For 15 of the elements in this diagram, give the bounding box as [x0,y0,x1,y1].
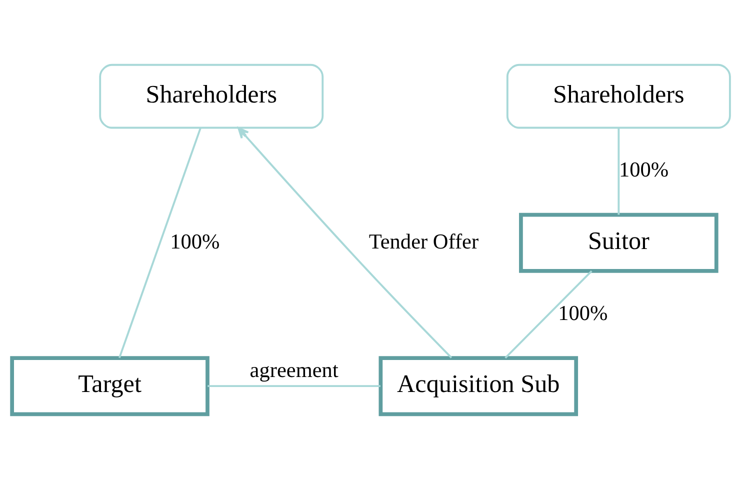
edge-label: 100% [170,228,220,253]
connector [118,127,202,358]
edge-label: 100% [619,157,669,182]
node-box: Shareholders [99,63,324,128]
node-box: Shareholders [506,63,731,128]
connector [618,127,620,214]
edge-label: 100% [558,300,608,324]
edge-label: agreement [250,357,338,382]
edge-label: Tender Offer [368,228,479,253]
node-box: Acquisition Sub [378,356,578,416]
connector [208,384,380,387]
arrow [238,126,452,358]
node-box: Suitor [519,212,718,272]
node-box: Target [10,356,210,416]
connector [504,270,592,358]
